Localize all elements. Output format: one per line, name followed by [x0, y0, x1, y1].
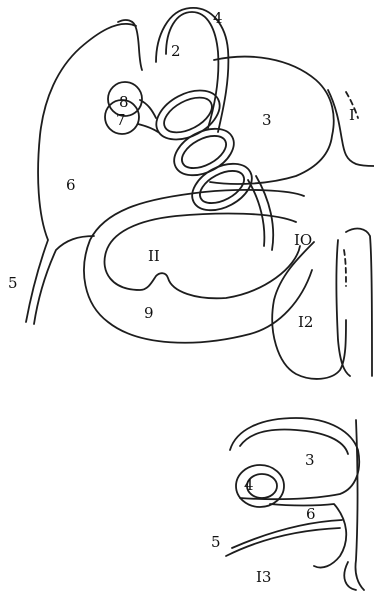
lower-label-3: 3 [305, 451, 315, 469]
lower-label-5: 5 [211, 533, 221, 551]
label-5: 5 [8, 274, 18, 292]
label-4: 4 [213, 9, 223, 27]
label-11: II [148, 247, 160, 265]
lower-lobe-3-inner [240, 430, 348, 454]
coil-turn-1-inner [158, 90, 217, 139]
upper-figure [26, 8, 374, 379]
lumen-12-outline [272, 242, 346, 379]
label-9: 9 [144, 304, 154, 322]
lumen-12-wall-right [346, 229, 372, 376]
lobe-9-outline [84, 190, 312, 343]
lumen-12-wall [337, 240, 351, 376]
lower-label-4: 4 [244, 476, 254, 494]
sac-6-top [118, 20, 142, 70]
lobe-11-outline [104, 214, 300, 299]
coil-turn-2-inner [177, 129, 232, 174]
lower-wall-right [344, 420, 364, 590]
lumen-12-dash [344, 250, 346, 286]
label-12: I2 [298, 313, 313, 331]
lower-duct-5 [226, 520, 342, 556]
label-3: 3 [262, 111, 272, 129]
lower-label-13: I3 [256, 568, 271, 586]
lower-figure [226, 418, 364, 590]
sac-6-outline [26, 24, 136, 322]
lower-label-6: 6 [306, 505, 316, 523]
label-10: IO [294, 231, 312, 249]
coil-tail [248, 176, 273, 250]
label-8: 8 [119, 93, 129, 111]
label-2: 2 [171, 42, 181, 60]
label-1: I [349, 106, 355, 124]
label-6: 6 [66, 176, 76, 194]
label-7: 7 [116, 111, 126, 129]
coil-turn-3-inner [195, 164, 250, 209]
